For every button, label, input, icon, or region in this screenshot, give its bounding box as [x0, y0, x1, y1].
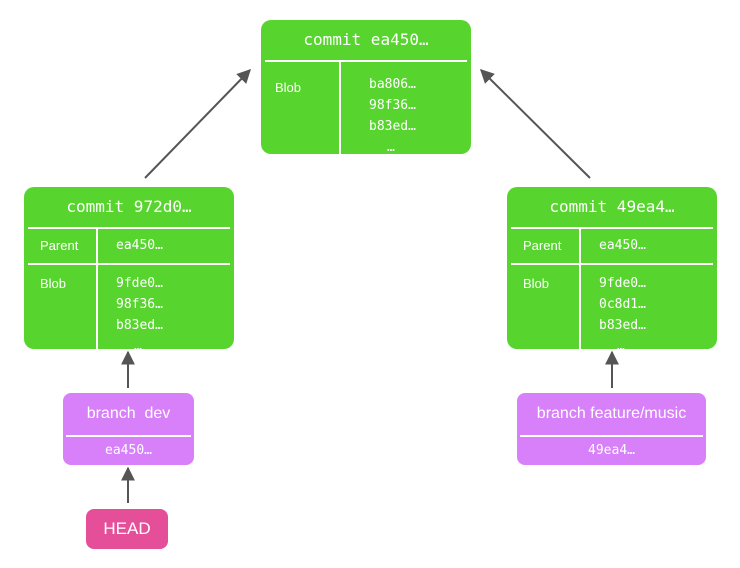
blob-list: ba806… 98f36… b83ed… …	[341, 62, 467, 154]
parent-label: Parent	[511, 229, 581, 263]
branch-commit: ea450…	[105, 443, 152, 458]
blob-more: …	[617, 339, 625, 349]
commit-node-right: commit 49ea4… Parent ea450… Blob 9fde0… …	[507, 187, 717, 349]
parent-row: Parent ea450…	[28, 229, 230, 265]
blob-hash: 0c8d1…	[599, 297, 646, 312]
branch-name: branch feature/music	[520, 393, 703, 437]
blob-hash: 9fde0…	[599, 276, 646, 291]
blob-label: Blob	[28, 265, 98, 349]
parent-label: Parent	[28, 229, 98, 263]
branch-name: branch dev	[66, 393, 191, 437]
branch-feature-music: branch feature/music 49ea4…	[517, 393, 706, 465]
branch-commit: 49ea4…	[588, 443, 635, 458]
blob-hash: 98f36…	[369, 98, 416, 113]
blob-row: Blob ba806… 98f36… b83ed… …	[265, 62, 467, 154]
arrow-left-commit-to-root	[144, 68, 251, 179]
blob-row: Blob 9fde0… 0c8d1… b83ed… …	[511, 265, 713, 349]
blob-hash: ba806…	[369, 77, 416, 92]
blob-hash: b83ed…	[599, 318, 646, 333]
blob-hash: 9fde0…	[116, 276, 163, 291]
parent-hash: ea450…	[599, 238, 646, 253]
commit-node-left: commit 972d0… Parent ea450… Blob 9fde0… …	[24, 187, 234, 349]
blob-more: …	[387, 140, 395, 154]
branch-dev: branch dev ea450…	[63, 393, 194, 465]
commit-title: commit ea450…	[265, 20, 467, 62]
commit-node-root: commit ea450… Blob ba806… 98f36… b83ed… …	[261, 20, 471, 154]
blob-list: 9fde0… 98f36… b83ed… …	[98, 265, 230, 349]
blob-label: Blob	[511, 265, 581, 349]
parent-row: Parent ea450…	[511, 229, 713, 265]
blob-list: 9fde0… 0c8d1… b83ed… …	[581, 265, 713, 349]
commit-title: commit 49ea4…	[511, 187, 713, 229]
blob-label: Blob	[265, 62, 341, 154]
blob-row: Blob 9fde0… 98f36… b83ed… …	[28, 265, 230, 349]
blob-hash: b83ed…	[116, 318, 163, 333]
blob-hash: b83ed…	[369, 119, 416, 134]
blob-more: …	[134, 339, 142, 349]
commit-title: commit 972d0…	[28, 187, 230, 229]
arrow-right-commit-to-root	[480, 69, 591, 179]
head-pointer: HEAD	[86, 509, 168, 549]
parent-hash: ea450…	[116, 238, 163, 253]
blob-hash: 98f36…	[116, 297, 163, 312]
